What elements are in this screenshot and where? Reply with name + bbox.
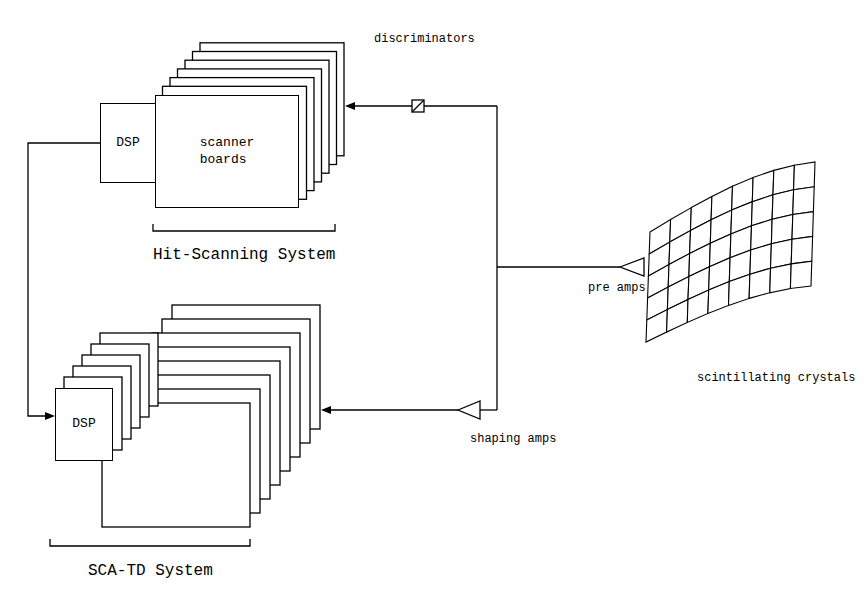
dsp-box: DSP	[100, 103, 156, 183]
component-label: pre amps	[588, 281, 646, 295]
scanner-board: scanner boards	[155, 95, 299, 208]
signal-wire	[330, 409, 458, 410]
scintillating-crystal	[790, 261, 811, 288]
connector-line	[28, 143, 100, 416]
scintillating-crystal	[646, 310, 667, 342]
dsp-box: DSP	[55, 388, 113, 461]
scintillating-crystal	[794, 162, 815, 190]
node-text: scanner boards	[200, 135, 255, 168]
bracket	[153, 224, 335, 231]
scintillating-crystal	[791, 236, 812, 264]
scintillating-crystal	[687, 290, 708, 322]
component-label: discriminators	[374, 32, 475, 46]
signal-wire	[424, 105, 497, 106]
signal-wire	[354, 105, 412, 106]
node-text: DSP	[116, 135, 139, 151]
arrowhead	[321, 406, 331, 414]
discriminator-symbol	[412, 100, 424, 112]
connector	[28, 143, 100, 420]
discriminator-symbol	[412, 100, 424, 112]
component-label: shaping amps	[470, 432, 556, 446]
system-label: SCA-TD System	[88, 562, 213, 581]
arrowhead	[345, 102, 355, 110]
scintillating-crystal	[729, 274, 750, 305]
scintillating-crystal	[667, 300, 688, 333]
scintillating-crystal	[749, 268, 770, 298]
node-text: DSP	[72, 416, 95, 432]
component-label: scintillating crystals	[697, 371, 855, 385]
shaping-amp-symbol	[458, 401, 480, 419]
system-label: Hit-Scanning System	[153, 246, 335, 265]
signal-wire	[480, 409, 497, 410]
signal-wire	[497, 266, 620, 267]
scintillating-crystal	[708, 282, 729, 314]
preamp-symbol	[620, 258, 644, 276]
scintillating-crystal	[770, 264, 791, 293]
signal-wire	[496, 106, 497, 410]
scintillating-crystal	[793, 187, 814, 215]
scintillating-crystal	[792, 212, 813, 240]
arrowhead	[45, 412, 55, 420]
bracket	[50, 539, 250, 546]
